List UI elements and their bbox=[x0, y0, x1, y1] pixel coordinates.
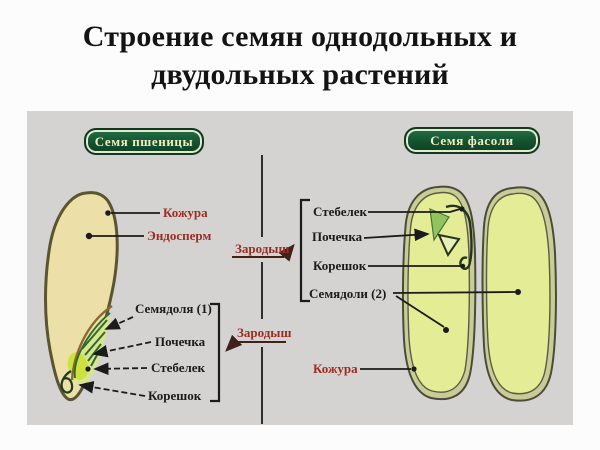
bean-cotyledons-line-right bbox=[392, 291, 516, 294]
label-wheat-seed-coat: Кожура bbox=[163, 205, 208, 220]
bean-stem-dot bbox=[459, 206, 465, 212]
label-wheat-bud: Почечка bbox=[155, 334, 206, 349]
bean-bud-arrow bbox=[363, 228, 430, 242]
bean-cotyledons-line-left bbox=[395, 295, 445, 328]
label-wheat-stem: Стебелек bbox=[151, 360, 206, 375]
wheat-embryo bbox=[60, 305, 113, 394]
label-wheat-cotyledon: Семядоля (1) bbox=[135, 301, 212, 316]
wheat-embryo-arrow bbox=[225, 334, 286, 352]
page-title-line1: Строение семян однодольных и bbox=[82, 20, 518, 53]
label-wheat-embryo: Зародыш bbox=[237, 325, 292, 340]
bean-seed-illustration bbox=[401, 185, 557, 402]
wheat-stem-arrow bbox=[93, 362, 148, 376]
bean-header-label: Семя фасоли bbox=[430, 132, 514, 148]
wheat-header-label: Семя пшеницы bbox=[94, 133, 194, 149]
wheat-header-badge: Семя пшеницы bbox=[84, 128, 204, 155]
bean-seed-coat-dot bbox=[411, 366, 417, 372]
wheat-labels-bracket bbox=[210, 302, 221, 403]
wheat-stem-dot bbox=[85, 366, 91, 372]
wheat-cotyledon-arrow bbox=[104, 316, 134, 330]
bean-header-badge: Семя фасоли bbox=[404, 127, 540, 154]
wheat-endosperm-dot bbox=[85, 232, 93, 240]
bean-embryo bbox=[429, 204, 473, 270]
label-wheat-root: Корешок bbox=[148, 388, 202, 403]
wheat-bud-arrow bbox=[92, 341, 152, 358]
bean-labels-bracket bbox=[299, 198, 310, 303]
label-bean-embryo: Зародыш bbox=[235, 241, 290, 256]
label-bean-bud: Почечка bbox=[312, 229, 363, 244]
wheat-seed-coat-dot bbox=[105, 210, 111, 216]
label-bean-stem: Стебелек bbox=[313, 204, 368, 219]
page-title-line2: двудольных растений bbox=[151, 58, 449, 91]
bean-cotyledons-dot-left bbox=[443, 327, 449, 333]
bean-stem-line bbox=[368, 208, 461, 213]
label-bean-root: Корешок bbox=[313, 258, 367, 273]
bean-root-dot bbox=[460, 263, 466, 269]
label-bean-cotyledons: Семядоли (2) bbox=[309, 286, 387, 301]
wheat-root-arrow bbox=[78, 381, 146, 397]
page-title: Строение семян однодольных и двудольных … bbox=[0, 18, 600, 94]
label-wheat-endosperm: Эндосперм bbox=[147, 228, 212, 243]
bean-cotyledons-dot-right bbox=[515, 289, 521, 295]
wheat-pointer-lines bbox=[78, 210, 160, 397]
bean-pointer-lines bbox=[360, 206, 521, 372]
label-bean-seed-coat: Кожура bbox=[313, 361, 358, 376]
bean-embryo-arrow bbox=[232, 243, 295, 262]
